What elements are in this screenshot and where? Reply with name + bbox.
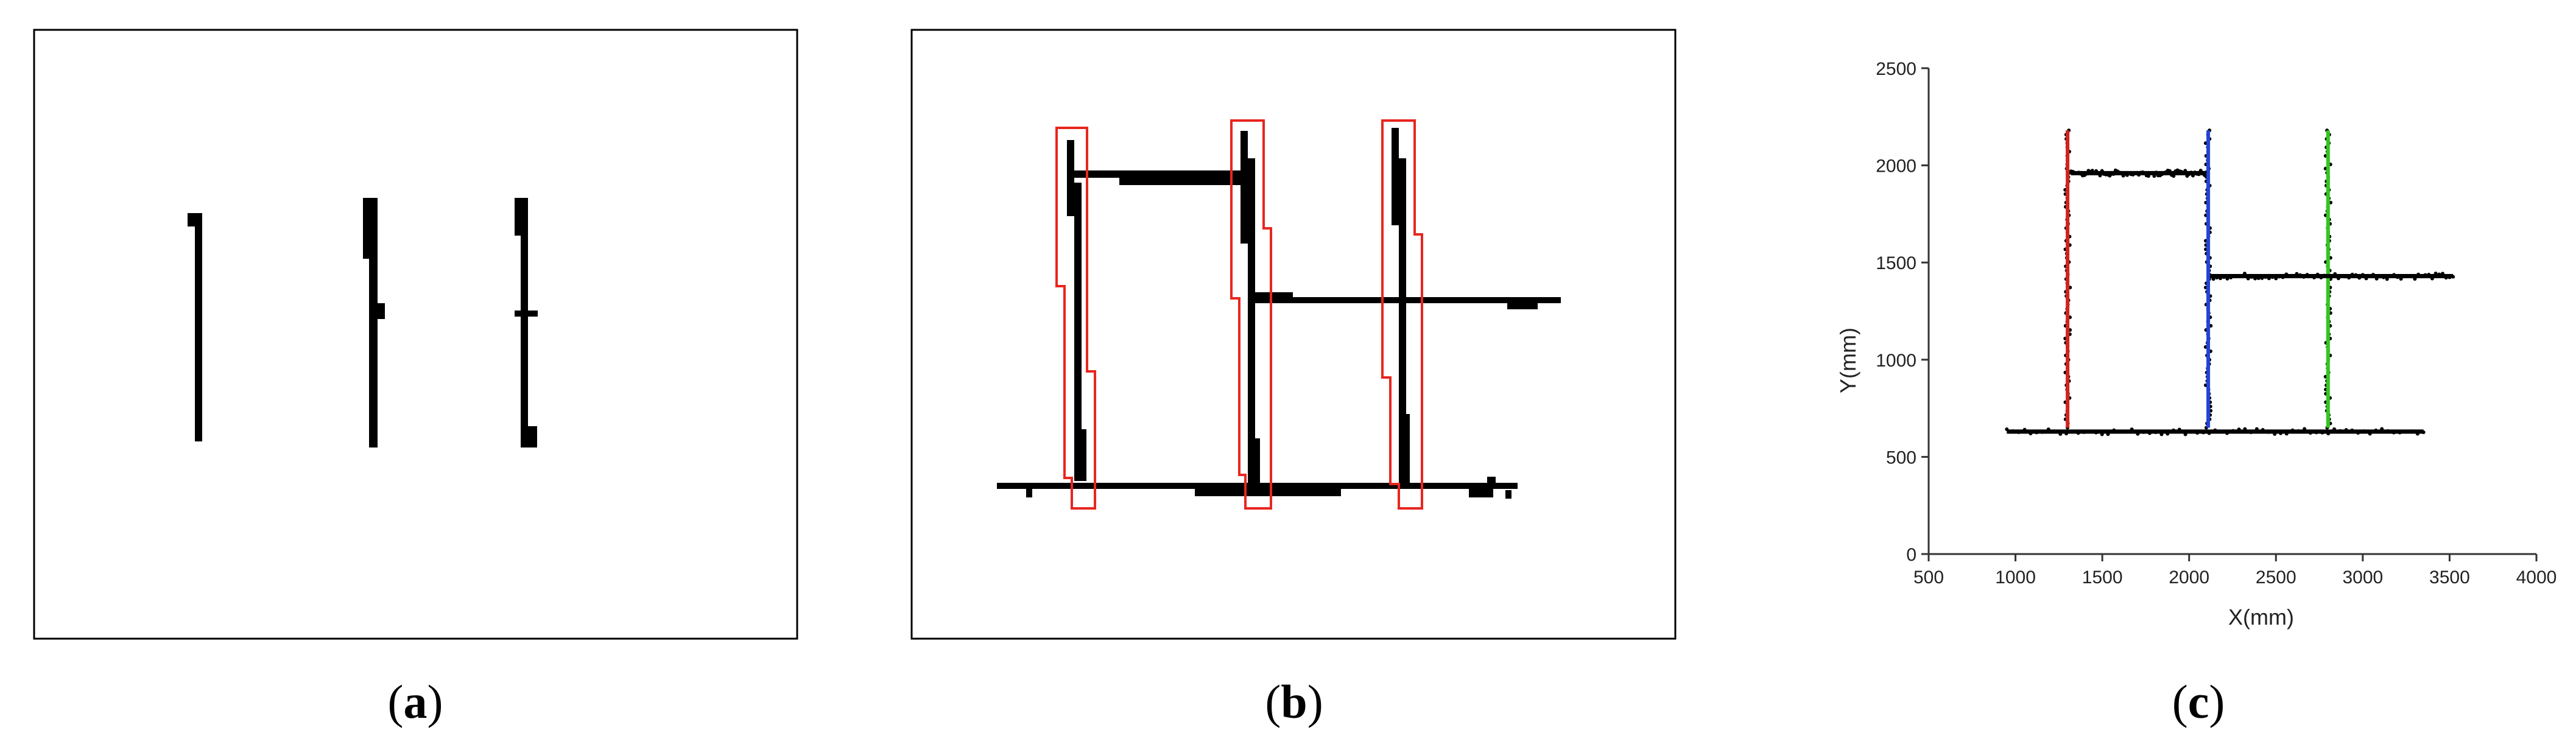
highlight-box-3 xyxy=(1381,119,1423,510)
x-tick-label: 4000 xyxy=(2516,567,2557,588)
chart-lines xyxy=(2007,130,2454,434)
caption-b: (b) xyxy=(1265,675,1323,728)
caption-b-letter: b xyxy=(1281,675,1307,728)
x-tick-label: 2000 xyxy=(2169,567,2209,588)
panel-b-frame xyxy=(910,29,1677,640)
y-axis-label: Y(mm) xyxy=(1835,328,1860,393)
panel-a-frame xyxy=(33,29,798,640)
panel-b-lines xyxy=(997,128,1561,499)
x-axis-label: X(mm) xyxy=(2228,605,2294,630)
panel-a xyxy=(33,29,798,640)
y-tick-label: 500 xyxy=(1886,447,1916,468)
x-tick-label: 3000 xyxy=(2342,567,2383,588)
caption-c: (c) xyxy=(2172,675,2225,728)
highlight-box-2 xyxy=(1230,119,1272,510)
highlight-box-1 xyxy=(1055,127,1096,510)
y-tick-label: 2500 xyxy=(1876,59,1916,79)
x-tick-label: 500 xyxy=(1913,567,1944,588)
y-tick-label: 2000 xyxy=(1876,156,1916,177)
panel-b xyxy=(910,29,1677,640)
y-tick-label: 1500 xyxy=(1876,253,1916,273)
panel-b-highlight-boxes xyxy=(1055,119,1423,510)
x-tick-label: 1500 xyxy=(2082,567,2123,588)
x-tick-label: 1000 xyxy=(1995,567,2036,588)
x-tick-label: 3500 xyxy=(2429,567,2470,588)
panel-a-lines xyxy=(188,198,538,447)
caption-c-letter: c xyxy=(2187,675,2209,728)
y-tick-label: 1000 xyxy=(1876,351,1916,371)
x-tick-label: 2500 xyxy=(2256,567,2296,588)
caption-a: (a) xyxy=(387,675,443,728)
caption-a-letter: a xyxy=(403,675,428,728)
y-tick-label: 0 xyxy=(1906,545,1916,565)
